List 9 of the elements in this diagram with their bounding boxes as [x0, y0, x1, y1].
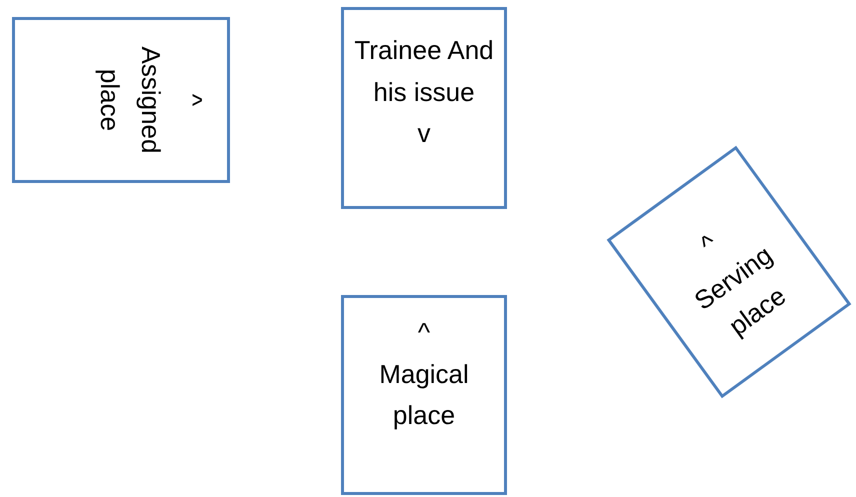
- box-label: Assigned place: [94, 46, 168, 156]
- box-label: Magical place: [378, 358, 470, 432]
- symbol-mark: v: [418, 117, 430, 150]
- symbol-mark: ^: [694, 226, 722, 260]
- process-box: [341, 7, 507, 209]
- symbol-mark: ^: [177, 94, 209, 106]
- process-box: [341, 295, 507, 495]
- process-box: [12, 17, 230, 183]
- symbol-mark: ^: [418, 316, 430, 349]
